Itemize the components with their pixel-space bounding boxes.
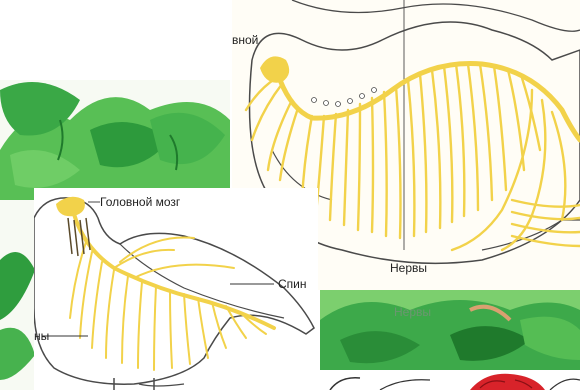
brain-illustration-strip bbox=[320, 370, 580, 390]
bird-spinal-label: Спин bbox=[278, 278, 307, 290]
foliage-background-right: Нервы bbox=[320, 290, 580, 370]
faded-nerves-label: Нервы bbox=[394, 306, 431, 318]
mammal-brain-label: вной bbox=[232, 34, 258, 46]
bird-brain-label: Головной мозг bbox=[100, 196, 180, 208]
bird-nervous-system-diagram: Головной мозг Спин ны bbox=[34, 188, 318, 390]
bird-outline-svg bbox=[34, 188, 318, 390]
mammal-nerves-label: Нервы bbox=[390, 262, 427, 274]
bird-nerves-label: ны bbox=[34, 330, 49, 342]
